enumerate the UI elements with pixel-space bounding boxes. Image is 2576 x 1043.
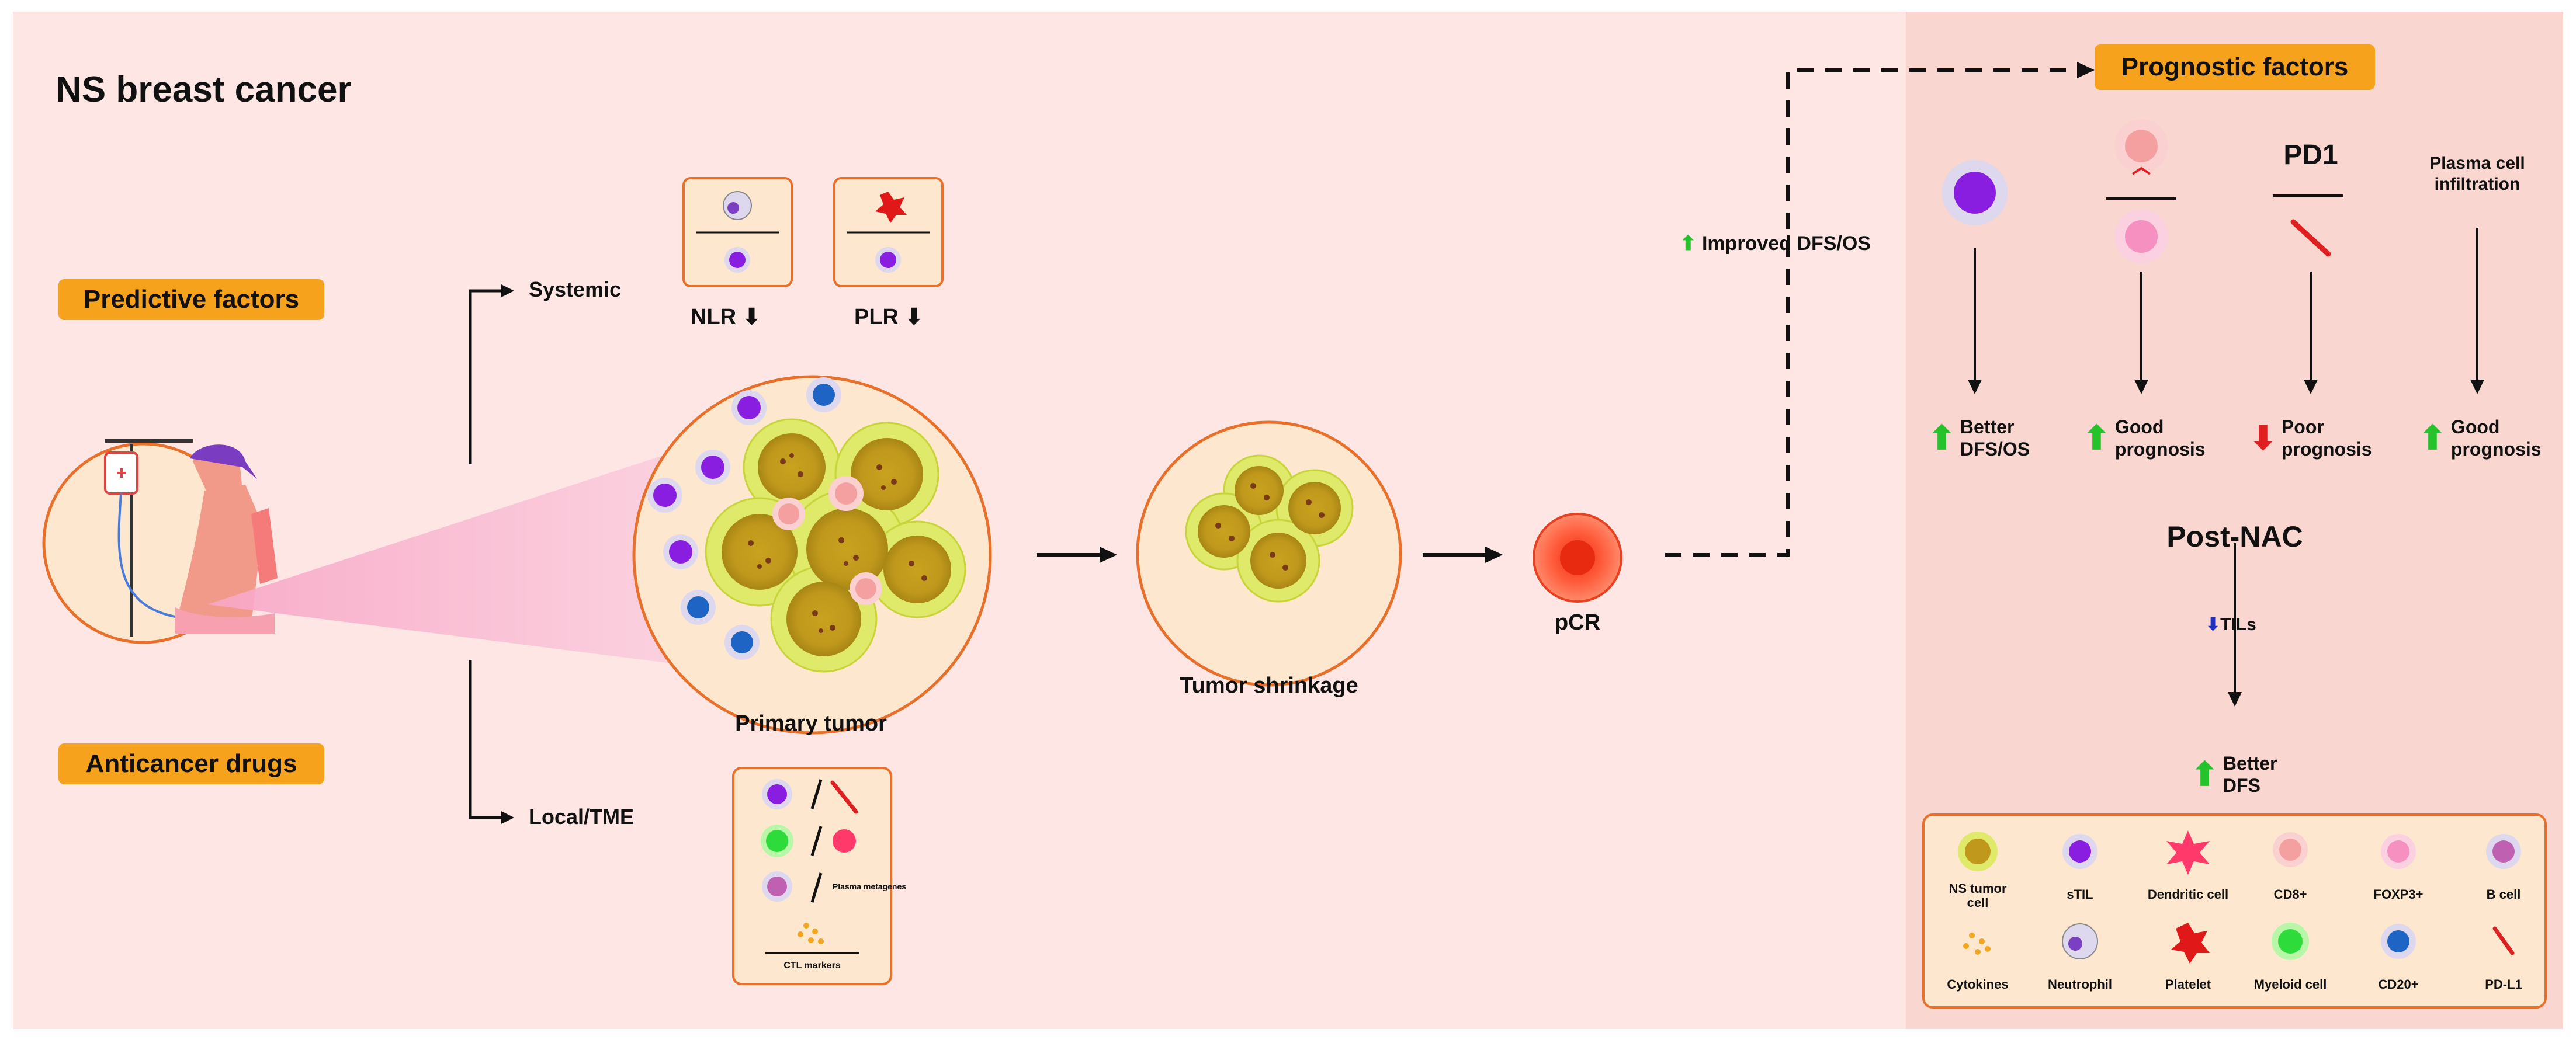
tumor-shrinkage-illustration bbox=[1136, 420, 1402, 687]
legend-ns-tumor-cell: NS tumor cell bbox=[1949, 881, 2007, 910]
ctl-markers-label: CTL markers bbox=[783, 961, 841, 971]
legend-platelet: Platelet bbox=[2165, 977, 2211, 992]
plasma-metagenes-label: Plasma metagenes bbox=[832, 882, 907, 891]
legend-foxp3: FOXP3+ bbox=[2373, 887, 2424, 902]
legend-stil: sTIL bbox=[2067, 887, 2093, 902]
legend-neutrophil: Neutrophil bbox=[2048, 977, 2112, 992]
up-arrow-icon: ⬆ bbox=[1928, 419, 1956, 456]
primary-tumor-illustration bbox=[632, 375, 992, 735]
tumor-shrinkage-label: Tumor shrinkage bbox=[1180, 673, 1358, 698]
improved-dfs-os-label: ⬆ Improved DFS/OS bbox=[1680, 232, 1871, 255]
local-tme-box bbox=[732, 767, 892, 985]
post-nac-label: Post-NAC bbox=[2166, 520, 2303, 553]
patient-illustration bbox=[42, 439, 278, 644]
down-arrow-icon: ⬇ bbox=[2249, 419, 2277, 456]
plr-label: PLR ⬇ bbox=[854, 305, 924, 329]
legend-pd-l1: PD-L1 bbox=[2485, 977, 2522, 992]
immune-cells bbox=[647, 377, 882, 660]
predictive-factors-badge: Predictive factors bbox=[58, 279, 324, 320]
down-arrow-icon: ⬇ bbox=[899, 305, 924, 329]
systemic-label: Systemic bbox=[529, 277, 622, 301]
pcr-cell-icon bbox=[1533, 513, 1622, 603]
magnification-beam bbox=[207, 447, 689, 666]
legend-icons bbox=[1958, 830, 2521, 964]
tils-label: ⬇TILs bbox=[2206, 615, 2256, 634]
prognostic-arrows bbox=[1974, 228, 2478, 692]
up-arrow-icon: ⬆ bbox=[2083, 419, 2110, 456]
legend-cytokines: Cytokines bbox=[1947, 977, 2009, 992]
prognostic-factors-badge: Prognostic factors bbox=[2095, 44, 2375, 90]
plr-box bbox=[833, 177, 944, 287]
up-arrow-icon: ⬆ bbox=[2419, 419, 2446, 456]
dashed-connector bbox=[1665, 68, 2077, 557]
branch-connectors bbox=[469, 289, 505, 819]
legend-cd8: CD8+ bbox=[2273, 887, 2307, 902]
platelet-icon bbox=[875, 192, 907, 223]
pd1-label: PD1 bbox=[2283, 140, 2338, 171]
legend-myeloid-cell: Myeloid cell bbox=[2253, 977, 2327, 992]
legend-cd20: CD20+ bbox=[2378, 977, 2419, 992]
legend-b-cell: B cell bbox=[2486, 887, 2521, 902]
anticancer-drugs-badge: Anticancer drugs bbox=[58, 743, 324, 784]
pcr-label: pCR bbox=[1554, 610, 1601, 635]
primary-tumor-label: Primary tumor bbox=[735, 711, 887, 736]
plasma-cell-infiltration-label: Plasma cell infiltration bbox=[2429, 154, 2525, 194]
legend-dendritic-cell: Dendritic cell bbox=[2147, 887, 2229, 902]
local-tme-label: Local/TME bbox=[529, 805, 635, 829]
up-arrow-icon: ⬆ bbox=[2191, 756, 2218, 792]
nlr-box bbox=[682, 177, 793, 287]
legend-box bbox=[1922, 813, 2547, 1009]
up-arrow-icon: ⬆ bbox=[1680, 232, 1697, 255]
down-arrow-icon: ⬇ bbox=[2206, 615, 2221, 634]
prognostic-icons bbox=[1942, 119, 2343, 263]
page-title: NS breast cancer bbox=[56, 69, 352, 110]
nlr-label: NLR ⬇ bbox=[691, 305, 761, 329]
down-arrow-icon: ⬇ bbox=[736, 305, 761, 329]
